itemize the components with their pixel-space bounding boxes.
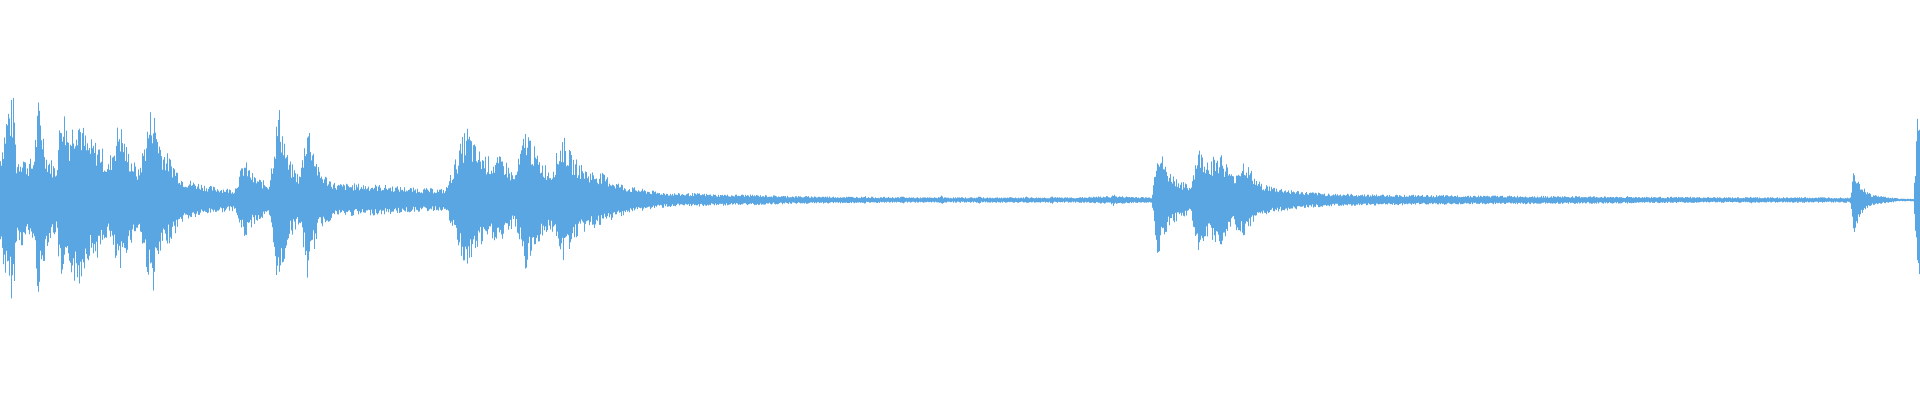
waveform-samples <box>0 97 1920 299</box>
waveform-path <box>0 97 1920 299</box>
